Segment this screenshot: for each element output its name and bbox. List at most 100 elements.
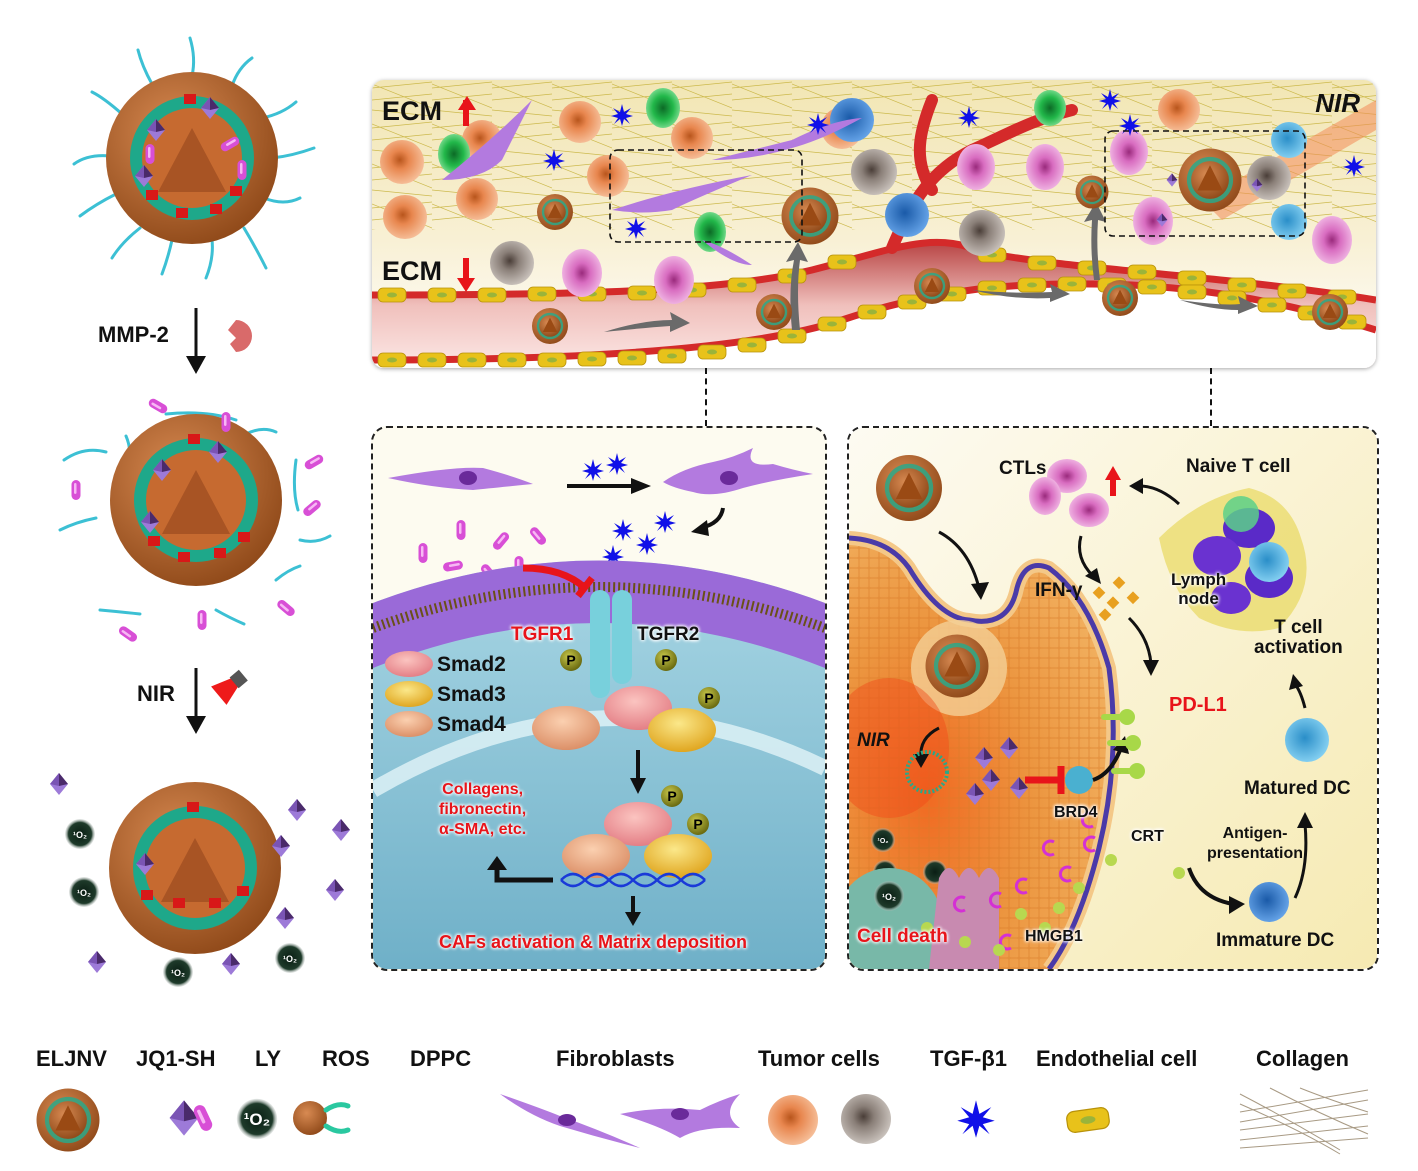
legend-label-eljnv: ELJNV [36,1046,107,1071]
dendritic-cells [830,98,1307,240]
tgf-pathway-illustration: P P P P P [373,448,825,969]
nuclear-envelope [373,710,825,797]
svg-text:¹O₂: ¹O₂ [171,968,185,978]
legend-label-jq1: JQ1-SH [136,1046,216,1071]
down-arrow-head [457,278,475,292]
caf-outcome-label: CAFs activation & Matrix deposition [439,932,748,952]
nir-top-label: NIR [1315,88,1360,118]
svg-text:P: P [661,652,670,668]
tgfr1-receptor [590,590,610,698]
immune-activation-panel: ¹O₂ ¹O₂ [847,426,1379,971]
smad2-legend-swatch [385,651,433,677]
endocytosed-eljnv [925,634,989,698]
smad4-label: Smad4 [437,713,506,736]
ifn-gamma-label: IFN-γ [1035,580,1083,601]
octahedron-icon [169,1100,199,1136]
svg-text:P: P [667,788,676,804]
smad3-label: Smad3 [437,683,506,706]
svg-text:¹O₂: ¹O₂ [73,830,87,840]
ecm-increase-label: ECM [382,96,476,127]
down-arrow-icon [463,258,469,280]
tumor-microenvironment-panel: ECM ECM NIR [372,80,1376,368]
nir-cell-label: NIR [857,730,890,751]
tgf-b1-molecules [582,453,676,567]
tgfr2-label: TGFR2 [637,624,700,645]
immature-dc [1249,882,1289,922]
inhibition-arrow [522,564,588,591]
laser-icon [211,669,248,705]
legend: ELJNV JQ1-SH LY ROS DPPC Fibroblasts Tum… [0,1030,1418,1171]
lymph-node [1159,488,1307,632]
ecm-decrease-label: ECM [382,256,442,286]
dna-helix [560,872,706,888]
nanovesicle-transformation-sequence: ¹O₂ ¹O₂ ¹O₂ ¹O₂ [50,36,350,987]
immune-illustration: ¹O₂ ¹O₂ [849,428,1377,969]
legend-label-fibroblasts: Fibroblasts [556,1046,675,1071]
naive-t-cell-label: Naive T cell [1186,456,1291,477]
legend-label-ly: LY [255,1046,282,1071]
svg-text:¹O₂: ¹O₂ [878,838,889,845]
activated-fibroblast [663,448,813,495]
legend-label-tgf-b1: TGF-β1 [930,1046,1007,1071]
tgfr2-receptor [612,590,632,684]
intact-eljnv-vesicle [72,36,316,280]
fibroblast-icon [500,1094,740,1148]
pd-l1-proteins [1101,709,1145,779]
legend-label-endothelial: Endothelial cell [1036,1046,1198,1071]
incoming-eljnv [876,455,942,521]
zoom-box-tumor [1104,130,1306,237]
legend-label-tumor-cells: Tumor cells [758,1046,880,1071]
hmgb1-label: HMGB1 [1025,928,1083,945]
matured-dc-label: Matured DC [1244,778,1351,799]
mmp-cleaved-vesicle [58,397,332,644]
t-cell-activation-label: T cell activation [1254,617,1343,658]
cytoplasm [373,560,825,969]
ctl-cells [1029,459,1109,527]
mmp2-enzyme-icon [228,320,252,352]
legend-label-dppc: DPPC [410,1046,472,1071]
pd-l1-label: PD-L1 [1169,694,1227,716]
ecm-up-arrow-shaft [463,100,469,126]
caf-signaling-panel: P P P P P TGFR1 TGFR2 Smad2 Smad3 Smad4 … [371,426,827,971]
brd4-protein [1065,766,1093,794]
svg-text:¹O₂: ¹O₂ [77,888,91,898]
brd4-label: BRD4 [1054,804,1098,821]
crt-label: CRT [1131,828,1164,845]
collagen-icon [1239,1087,1369,1155]
smad4-legend-swatch [385,711,433,737]
tgfr1-label: TGFR1 [511,624,574,645]
endoplasmic-reticulum [929,868,999,969]
zoom-box-caf [609,149,803,243]
matured-dc [1285,718,1329,762]
naive-t-cell [1223,496,1259,532]
fibroblasts [442,100,862,265]
lymph-node-label: Lymph node [1171,570,1227,608]
ros-inside-cell: ¹O₂ [871,828,947,884]
mmp2-label: MMP-2 [98,322,169,347]
tme-illustration [372,80,1376,368]
ecm-products-label: Collagens, fibronectin, α-SMA, etc. [439,781,527,838]
smad-complex [604,802,672,846]
left-column: ¹O₂ ¹O₂ ¹O₂ ¹O₂ MMP-2 NIR [0,0,360,1010]
svg-text:P: P [693,816,702,832]
tgf-star-icon [957,1100,995,1138]
smad3-legend-swatch [385,681,433,707]
nir-beam [1202,100,1376,220]
hmgb1-molecules [921,854,1185,956]
dying-organelle [849,868,944,969]
immature-dc-label: Immature DC [1216,930,1335,951]
presenting-dc [1249,542,1289,582]
ctls-label: CTLs [999,458,1047,479]
antigen-presentation-label: Antigen- presentation [1207,825,1304,862]
nir-disrupted-vesicle [50,773,350,975]
svg-text:¹O₂: ¹O₂ [244,1110,270,1129]
endothelial-cell-icon [1064,1105,1112,1135]
ros-molecules: ¹O₂ ¹O₂ ¹O₂ ¹O₂ [65,819,305,987]
tumor-cell-membrane [849,535,1116,969]
legend-icons: ¹O₂ [36,1087,1369,1155]
cell-death-label: Cell death [857,926,948,947]
legend-label-collagen: Collagen [1256,1046,1349,1071]
t-cells [438,88,1352,304]
svg-text:¹O₂: ¹O₂ [882,892,896,902]
crt-molecules [952,811,1096,951]
